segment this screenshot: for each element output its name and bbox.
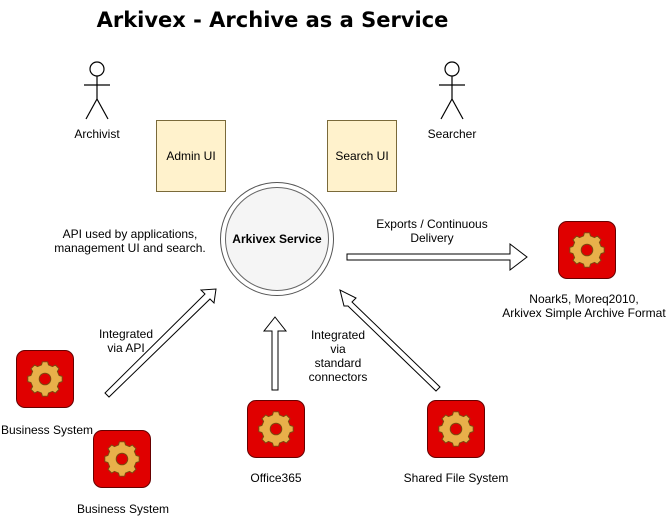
business-system-2-label: Business System [76, 502, 170, 516]
search-ui-label: Search UI [335, 149, 389, 163]
integrated-connectors-label: Integrated via standard connectors [308, 328, 368, 384]
export-format-gear-icon [558, 221, 616, 279]
admin-ui-label: Admin UI [166, 149, 216, 163]
office-arrow [262, 316, 288, 391]
searcher-icon [439, 61, 465, 120]
searcher-label: Searcher [427, 127, 477, 141]
export-formats-label: Noark5, Moreq2010, Arkivex Simple Archiv… [502, 292, 666, 320]
arkivex-service: Arkivex Service [220, 182, 334, 296]
api-arrow [104, 288, 217, 398]
office365-gear-icon [247, 400, 305, 458]
export-arrow [346, 242, 528, 272]
integrated-api-label: Integrated via API [98, 327, 154, 355]
api-note: API used by applications, management UI … [54, 227, 206, 255]
office365-label: Office365 [250, 471, 302, 485]
archivist-icon [84, 61, 110, 120]
search-ui-box: Search UI [327, 120, 397, 192]
exports-label: Exports / Continuous Delivery [376, 217, 488, 245]
archivist-label: Archivist [74, 127, 120, 141]
service-label: Arkivex Service [232, 232, 322, 246]
shared-file-system-gear-icon [427, 400, 485, 458]
business-system-2-gear-icon [93, 430, 151, 488]
diagram-title: Arkivex - Archive as a Service [96, 8, 449, 32]
shared-arrow [339, 289, 441, 392]
admin-ui-box: Admin UI [156, 120, 226, 192]
shared-file-system-label: Shared File System [403, 471, 509, 485]
business-system-1-label: Business System [0, 423, 94, 437]
business-system-1-gear-icon [16, 350, 74, 408]
